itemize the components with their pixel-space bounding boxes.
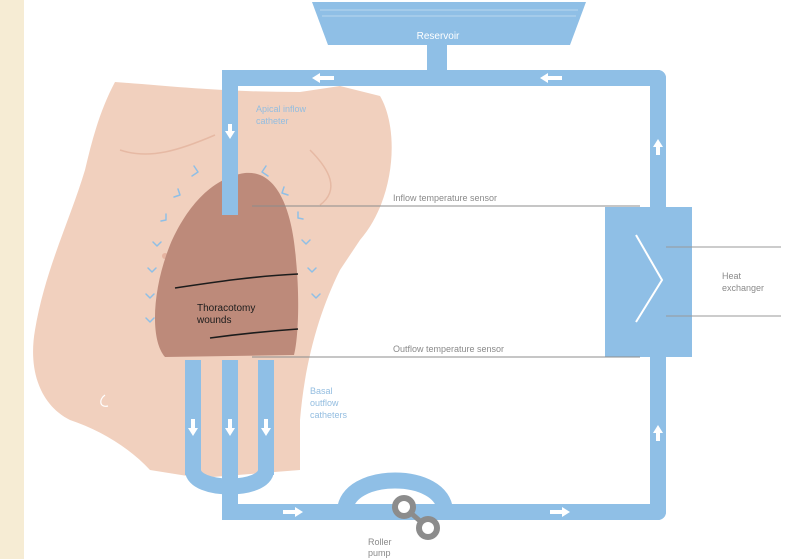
basal-outflow-label-line2: outflow	[310, 398, 339, 408]
torso-contour	[309, 149, 332, 206]
heat-exchanger-coil	[635, 234, 664, 323]
heat-exchanger-box	[605, 207, 692, 357]
basal-catheter-center	[222, 360, 238, 520]
apical-inflow-label-line2: catheter	[256, 116, 289, 126]
inflow-sensor-label: Inflow temperature sensor	[393, 193, 497, 203]
heat-exchanger-label-line1: Heat	[722, 271, 742, 281]
arrow-left-icon	[312, 73, 334, 83]
arrow-down-icon	[225, 419, 235, 436]
thoracotomy-label-line1: Thoracotomy	[197, 303, 255, 314]
arrow-down-icon	[188, 419, 198, 436]
arrow-left-icon	[540, 73, 562, 83]
top-tube	[222, 70, 666, 86]
basal-catheter-right	[258, 360, 274, 475]
outflow-sensor-label: Outflow temperature sensor	[393, 344, 504, 354]
heat-exchanger-label-line2: exchanger	[722, 283, 764, 293]
arrow-right-icon	[550, 507, 570, 517]
arrow-up-icon	[653, 139, 663, 155]
heart-shape	[154, 172, 299, 357]
apical-inflow-label-line1: Apical inflow	[256, 104, 307, 114]
pump-arch-tube	[337, 472, 453, 514]
perfusion-arrows	[145, 165, 321, 323]
reservoir-label: Reservoir	[417, 31, 460, 42]
roller-pump-label-line2: pump	[368, 548, 391, 558]
arrow-down-icon	[225, 124, 235, 139]
roller-pump-label-line1: Roller	[368, 537, 392, 547]
roller-pump-icon	[392, 495, 440, 540]
reservoir-tank	[312, 2, 586, 45]
thoracotomy-label-line2: wounds	[196, 315, 231, 326]
flow-arrows	[188, 73, 663, 517]
reservoir-pattern	[320, 9, 578, 17]
basal-catheter-left	[185, 360, 201, 475]
torso-contour	[100, 394, 109, 407]
reservoir-neck	[427, 44, 447, 76]
arrow-up-icon	[653, 425, 663, 441]
arrow-down-icon	[261, 419, 271, 436]
basal-outflow-label-line3: catheters	[310, 410, 348, 420]
basal-outflow-label-line1: Basal	[310, 386, 333, 396]
arrow-right-icon	[283, 507, 303, 517]
thoracotomy-wound-line	[209, 328, 299, 339]
apical-catheter-tube	[222, 70, 238, 215]
torso-contour	[119, 134, 216, 155]
basal-catheter-loop	[185, 467, 274, 495]
thoracotomy-wound-line	[174, 273, 299, 289]
